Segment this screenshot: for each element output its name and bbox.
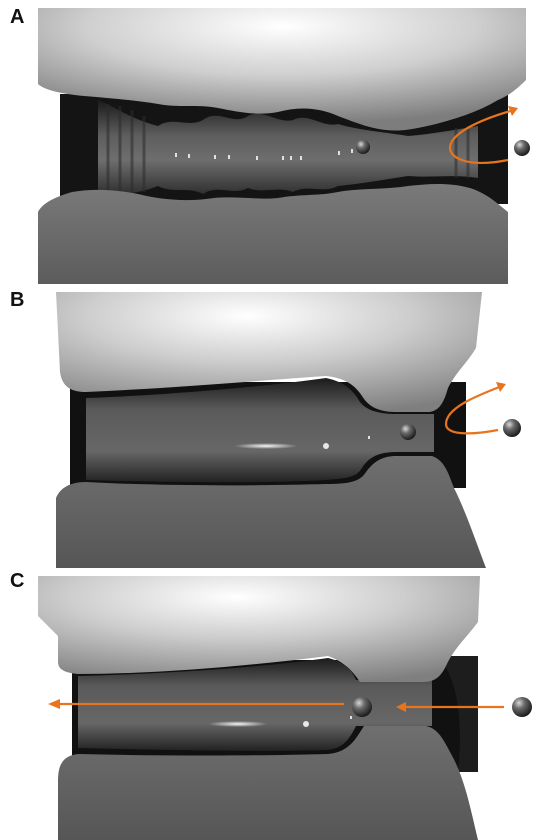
- ball-a-outside: [514, 140, 530, 156]
- panel-label-a: A: [10, 6, 24, 29]
- panel-b-illustration: [56, 292, 538, 568]
- ball-c-outside: [512, 697, 532, 717]
- ball-a-inside: [356, 140, 370, 154]
- ball-b-inside: [400, 424, 416, 440]
- panel-a-illustration: [38, 8, 530, 284]
- panel-label-b: B: [10, 289, 24, 312]
- bottom-block-a: [38, 184, 508, 284]
- ball-b-outside: [503, 419, 521, 437]
- panel-label-c: C: [10, 570, 24, 593]
- panel-c-illustration: [38, 576, 538, 840]
- ball-c-inside: [352, 697, 372, 717]
